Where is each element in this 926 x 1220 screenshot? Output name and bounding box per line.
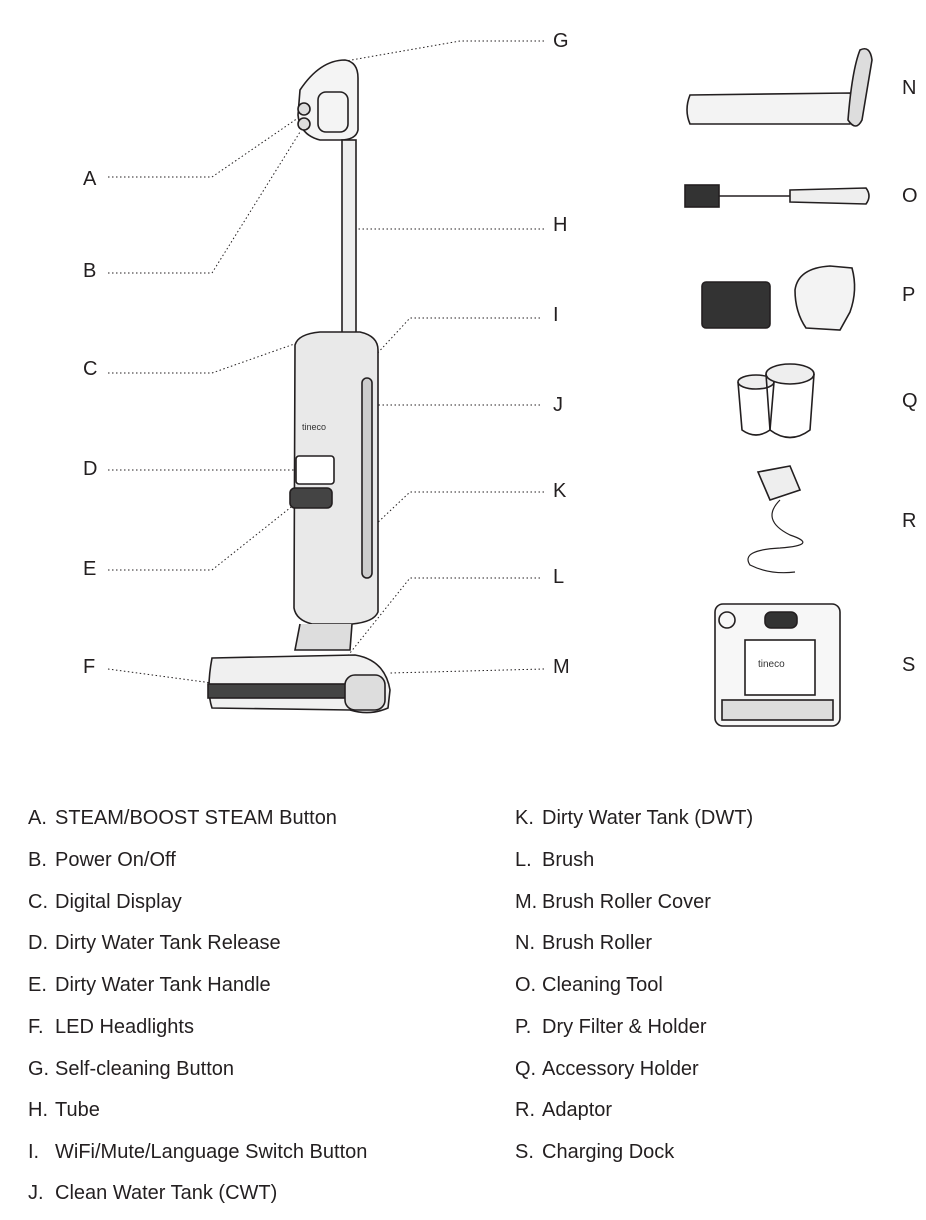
legend-letter: F. xyxy=(28,1016,44,1038)
legend-text: Digital Display xyxy=(55,891,182,913)
callout-j: J xyxy=(553,394,563,416)
callout-s: S xyxy=(902,654,916,676)
dry-filter-illustration xyxy=(701,265,856,331)
legend-item: A. STEAM/BOOST STEAM Button xyxy=(28,807,337,830)
accessory-holder-illustration xyxy=(737,363,815,439)
callout-b: B xyxy=(83,260,97,282)
legend-item: C. Digital Display xyxy=(28,891,182,914)
dock-logo-tineco: tineco xyxy=(758,659,785,670)
legend-text: Accessory Holder xyxy=(542,1058,699,1080)
legend-text: Self-cleaning Button xyxy=(55,1058,235,1080)
legend-letter: K. xyxy=(515,807,534,829)
callout-i: I xyxy=(553,304,559,326)
legend-item: F. LED Headlights xyxy=(28,1016,194,1039)
legend-text: Clean Water Tank (CWT) xyxy=(55,1182,278,1204)
legend-text: LED Headlights xyxy=(55,1016,194,1038)
legend-text: STEAM/BOOST STEAM Button xyxy=(55,807,337,829)
legend-text: Dry Filter & Holder xyxy=(542,1016,707,1038)
callout-h: H xyxy=(553,214,568,236)
charging-dock-illustration xyxy=(714,603,841,727)
legend-letter: H. xyxy=(28,1099,48,1121)
legend-item: D. Dirty Water Tank Release xyxy=(28,932,281,955)
legend-item: J. Clean Water Tank (CWT) xyxy=(28,1182,277,1205)
legend-item: K. Dirty Water Tank (DWT) xyxy=(515,807,753,830)
product-diagram: tineco tineco xyxy=(107,40,873,727)
logo-tineco: tineco xyxy=(302,422,326,432)
legend-item: I. WiFi/Mute/Language Switch Button xyxy=(28,1141,367,1164)
legend-letter: B. xyxy=(28,849,47,871)
legend-letter: J. xyxy=(28,1182,44,1204)
adaptor-illustration xyxy=(747,465,804,574)
legend-text: Dirty Water Tank Release xyxy=(55,932,281,954)
callout-r: R xyxy=(902,510,917,532)
callout-g: G xyxy=(553,30,569,52)
cleaning-tool-illustration xyxy=(684,184,870,208)
legend-letter: N. xyxy=(515,932,535,954)
legend-item: R. Adaptor xyxy=(515,1099,612,1122)
callout-n: N xyxy=(902,77,917,99)
legend-text: Brush Roller Cover xyxy=(542,891,711,913)
legend-letter: D. xyxy=(28,932,48,954)
legend-text: Cleaning Tool xyxy=(542,974,663,996)
legend-item: L. Brush xyxy=(515,849,594,872)
callout-k: K xyxy=(553,480,567,502)
legend-letter: E. xyxy=(28,974,47,996)
callout-p: P xyxy=(902,284,916,306)
legend-text: WiFi/Mute/Language Switch Button xyxy=(55,1141,368,1163)
legend-text: Brush Roller xyxy=(542,932,653,954)
legend-letter: P. xyxy=(515,1016,532,1038)
legend-text: Brush xyxy=(542,849,595,871)
legend-letter: C. xyxy=(28,891,48,913)
legend-letter: Q. xyxy=(515,1058,537,1080)
callout-e: E xyxy=(83,558,97,580)
legend-item: M.Brush Roller Cover xyxy=(515,891,711,914)
legend-text: Tube xyxy=(55,1099,100,1121)
callout-o: O xyxy=(902,185,918,207)
callout-a: A xyxy=(83,168,97,190)
legend-letter: A. xyxy=(28,807,47,829)
legend-item: N. Brush Roller xyxy=(515,932,652,955)
legend-letter: O. xyxy=(515,974,537,996)
legend-item: S. Charging Dock xyxy=(515,1141,674,1164)
brush-roller-illustration xyxy=(686,47,873,127)
callout-c: C xyxy=(83,358,98,380)
callout-d: D xyxy=(83,458,98,480)
legend-item: Q.Accessory Holder xyxy=(515,1058,699,1081)
legend-text: Charging Dock xyxy=(542,1141,675,1163)
legend-item: B. Power On/Off xyxy=(28,849,176,872)
legend-letter: I. xyxy=(28,1141,40,1163)
legend-letter: R. xyxy=(515,1099,535,1121)
legend-letter: G. xyxy=(28,1058,50,1080)
callout-f: F xyxy=(83,656,96,678)
vacuum-illustration xyxy=(207,59,391,714)
legend-item: H. Tube xyxy=(28,1099,100,1122)
legend-letter: S. xyxy=(515,1141,534,1163)
legend-item: E. Dirty Water Tank Handle xyxy=(28,974,271,997)
legend-letter: L. xyxy=(515,849,532,871)
callout-m: M xyxy=(553,656,570,678)
legend-text: Power On/Off xyxy=(55,849,176,871)
legend-letter: M. xyxy=(515,891,538,913)
callout-q: Q xyxy=(902,390,918,412)
callout-l: L xyxy=(553,566,565,588)
legend-text: Adaptor xyxy=(542,1099,613,1121)
legend-text: Dirty Water Tank Handle xyxy=(55,974,271,996)
legend-text: Dirty Water Tank (DWT) xyxy=(542,807,754,829)
legend-item: P. Dry Filter & Holder xyxy=(515,1016,706,1039)
legend-item: G.Self-cleaning Button xyxy=(28,1058,234,1081)
legend-item: O.Cleaning Tool xyxy=(515,974,663,997)
